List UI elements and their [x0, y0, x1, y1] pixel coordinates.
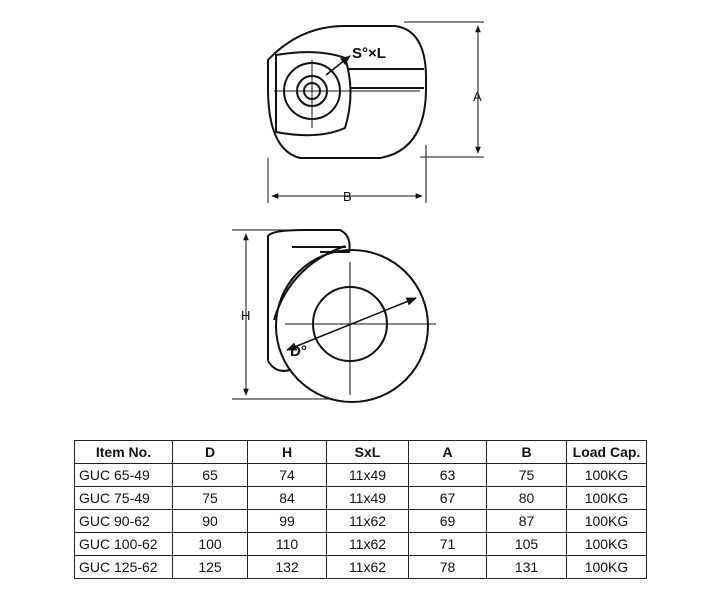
diameter-dimension-label: D°	[290, 343, 307, 360]
cell-d: 65	[172, 463, 248, 487]
cell-b: 87	[486, 509, 567, 533]
dimension-b	[267, 145, 427, 203]
cell-item-no: GUC 100-62	[74, 532, 173, 556]
side-view-housing-front	[273, 245, 346, 321]
top-view	[267, 25, 427, 159]
cell-a: 63	[408, 463, 487, 487]
header-sxl: SxL	[326, 440, 409, 464]
header-load-cap: Load Cap.	[566, 440, 647, 464]
header-a: A	[408, 440, 487, 464]
cell-load-cap: 100KG	[566, 555, 647, 579]
cell-h: 74	[247, 463, 327, 487]
cell-a: 67	[408, 486, 487, 510]
side-view-wheel-outer	[275, 249, 429, 403]
dimension-b-label: B	[343, 189, 352, 204]
cell-d: 90	[172, 509, 248, 533]
cell-b: 80	[486, 486, 567, 510]
side-view	[267, 229, 436, 403]
dimension-h	[232, 229, 330, 400]
cell-h: 99	[247, 509, 327, 533]
cell-h: 84	[247, 486, 327, 510]
dimension-a	[404, 21, 484, 158]
cell-d: 100	[172, 532, 248, 556]
shaft-dimension-label: S°×L	[352, 45, 386, 62]
cell-load-cap: 100KG	[566, 486, 647, 510]
top-view-hub-housing	[275, 51, 352, 137]
cell-b: 105	[486, 532, 567, 556]
cell-d: 75	[172, 486, 248, 510]
cell-item-no: GUC 75-49	[74, 486, 173, 510]
table-row: GUC 125-62 125 132 11x62 78 131 100KG	[74, 555, 647, 579]
cell-sxl: 11x62	[326, 509, 409, 533]
cell-d: 125	[172, 555, 248, 579]
cell-a: 78	[408, 555, 487, 579]
side-view-mount-plate	[267, 229, 351, 361]
cell-item-no: GUC 90-62	[74, 509, 173, 533]
cell-sxl: 11x62	[326, 555, 409, 579]
cell-sxl: 11x49	[326, 486, 409, 510]
header-item-no: Item No.	[74, 440, 173, 464]
table-header-row: Item No. D H SxL A B Load Cap.	[74, 440, 647, 464]
header-d: D	[172, 440, 248, 464]
table-row: GUC 65-49 65 74 11x49 63 75 100KG	[74, 463, 647, 487]
dimension-h-label: H	[241, 308, 250, 323]
header-h: H	[247, 440, 327, 464]
cell-h: 110	[247, 532, 327, 556]
cell-load-cap: 100KG	[566, 463, 647, 487]
cell-a: 71	[408, 532, 487, 556]
header-b: B	[486, 440, 567, 464]
cell-a: 69	[408, 509, 487, 533]
caster-technical-drawing: S°×L A B D° H	[232, 21, 484, 403]
caster-specifications-table: Item No. D H SxL A B Load Cap. GUC 65-49…	[74, 440, 647, 579]
cell-sxl: 11x62	[326, 532, 409, 556]
cell-sxl: 11x49	[326, 463, 409, 487]
cell-item-no: GUC 65-49	[74, 463, 173, 487]
cell-h: 132	[247, 555, 327, 579]
cell-b: 75	[486, 463, 567, 487]
diameter-leader-line	[286, 297, 417, 351]
side-view-housing-base	[267, 360, 291, 372]
cell-item-no: GUC 125-62	[74, 555, 173, 579]
dimension-a-label: A	[473, 89, 482, 104]
top-view-body-outline	[267, 25, 427, 159]
table-row: GUC 75-49 75 84 11x49 67 80 100KG	[74, 486, 647, 510]
table-row: GUC 90-62 90 99 11x62 69 87 100KG	[74, 509, 647, 533]
cell-b: 131	[486, 555, 567, 579]
cell-load-cap: 100KG	[566, 509, 647, 533]
table-row: GUC 100-62 100 110 11x62 71 105 100KG	[74, 532, 647, 556]
cell-load-cap: 100KG	[566, 532, 647, 556]
shaft-leader-line	[325, 55, 351, 76]
